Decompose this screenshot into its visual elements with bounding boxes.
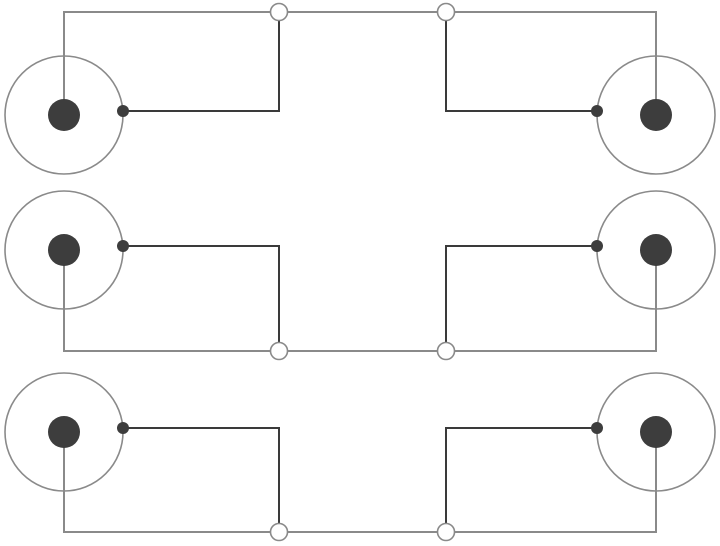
signal-wire-right-3 — [445, 427, 597, 532]
junction-right-1 — [436, 2, 456, 22]
left-jack-2-tab — [117, 240, 129, 252]
signal-wire-right-1 — [445, 12, 597, 112]
left-jack-2-pin — [48, 234, 80, 266]
junction-right-2 — [436, 341, 456, 361]
signal-wire-right-2 — [445, 245, 597, 351]
right-jack-1-tab — [591, 105, 603, 117]
left-jack-1-tab — [117, 105, 129, 117]
right-jack-3-pin — [640, 416, 672, 448]
shield-wire-1 — [63, 11, 657, 115]
shield-wire-3 — [63, 432, 657, 533]
right-jack-3-tab — [591, 422, 603, 434]
signal-wire-left-3 — [123, 427, 280, 532]
junction-right-3 — [436, 522, 456, 542]
junction-left-2 — [269, 341, 289, 361]
right-jack-1-pin — [640, 99, 672, 131]
signal-wire-left-1 — [123, 12, 280, 112]
left-jack-3-tab — [117, 422, 129, 434]
junction-left-1 — [269, 2, 289, 22]
right-jack-2-pin — [640, 234, 672, 266]
left-jack-1-pin — [48, 99, 80, 131]
shield-wire-2 — [63, 250, 657, 352]
junction-left-3 — [269, 522, 289, 542]
signal-wire-left-2 — [123, 245, 280, 351]
left-jack-3-pin — [48, 416, 80, 448]
right-jack-2-tab — [591, 240, 603, 252]
